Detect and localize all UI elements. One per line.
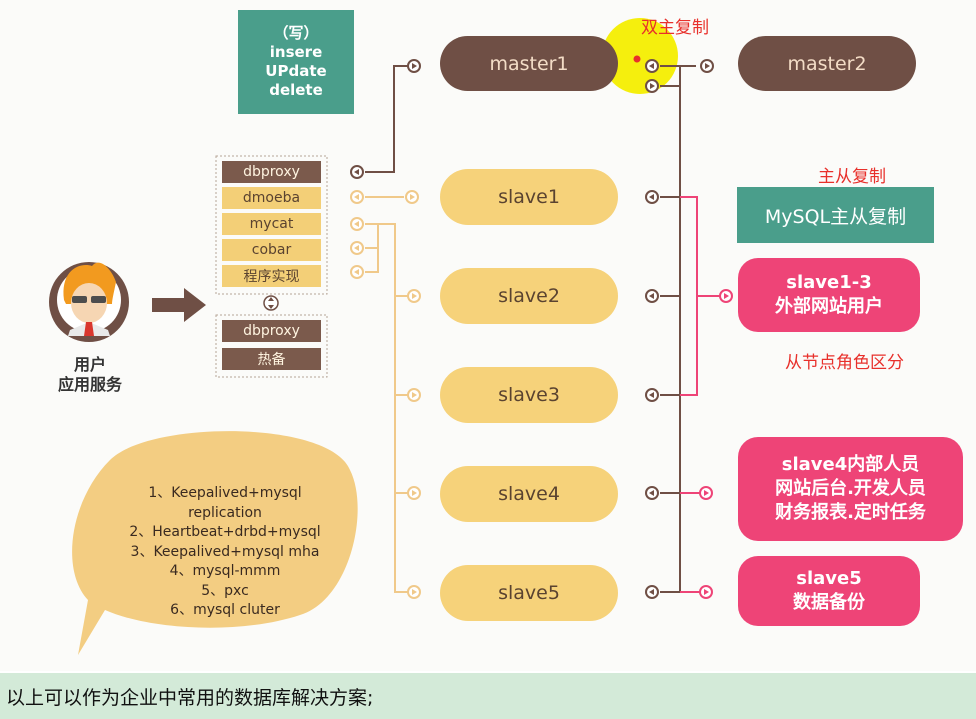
proxy-cobar: cobar [222,239,321,261]
write-update: UPdate [265,62,327,80]
solution-3: 3、Keepalived+mysql mha [130,543,320,560]
slave5-node: slave5 [440,565,618,621]
role3-line2: 数据备份 [793,592,865,613]
role-data-backup: slave5 数据备份 [738,556,920,626]
role-internal-staff: slave4内部人员 网站后台.开发人员 财务报表.定时任务 [738,437,963,541]
write-label: （写） [273,24,319,42]
speech-bubble [72,431,358,655]
solution-1-cont: replication [188,504,262,521]
role3-line1: slave5 [796,568,862,589]
slave-role-note: 从节点角色区分 [785,353,904,373]
solution-1: 1、Keepalived+mysql [148,485,302,501]
solution-2: 2、Heartbeat+drbd+mysql [129,524,321,540]
user-label-line2: 应用服务 [57,375,122,394]
solution-6: 6、mysql cluter [170,602,280,618]
slave1-node: slave1 [440,169,618,225]
slave2-node: slave2 [440,268,618,324]
role-external-users: slave1-3 外部网站用户 [738,258,920,332]
user-label: 用户 应用服务 [50,355,130,395]
user-label-line1: 用户 [73,355,106,374]
write-delete: delete [269,81,323,99]
write-insert: insere [269,43,323,61]
highlight-circle [602,18,678,94]
connector-lines [49,18,733,655]
mysql-replication-box: MySQL主从复制 [737,187,934,243]
proxy-custom: 程序实现 [222,265,321,287]
slave1-label: slave1 [498,186,560,208]
slave4-node: slave4 [440,466,618,522]
footer-text: 以上可以作为企业中常用的数据库解决方案; [6,686,374,709]
master2-label: master2 [787,52,867,75]
slave4-label: slave4 [498,483,560,505]
role1-line1: slave1-3 [786,272,872,293]
role1-line2: 外部网站用户 [775,296,883,317]
solution-5: 5、pxc [201,582,249,599]
slave3-node: slave3 [440,367,618,423]
role2-line1: slave4内部人员 [781,454,920,475]
pointer-dot [633,55,641,63]
master1-node: master1 [440,36,618,91]
footer-caption: 以上可以作为企业中常用的数据库解决方案; [0,673,976,719]
solution-4: 4、mysql-mmm [169,563,281,579]
write-operations-box: （写） insere UPdate delete [238,10,354,114]
role2-line2: 网站后台.开发人员 [775,478,926,499]
role2-line3: 财务报表.定时任务 [775,502,926,523]
master1-label: master1 [489,52,569,75]
standby-dbproxy: dbproxy [222,320,321,342]
user-avatar [49,262,129,342]
arrow-right-icon [152,288,206,322]
slave3-label: slave3 [498,384,560,406]
master2-node: master2 [738,36,916,91]
proxy-mycat: mycat [222,213,321,235]
master-slave-note: 主从复制 [818,167,886,187]
proxy-dbproxy: dbproxy [222,161,321,183]
dual-master-note: 双主复制 [641,18,709,38]
standby-label: 热备 [222,348,321,370]
proxy-dmoeba: dmoeba [222,187,321,209]
mysql-replication-label: MySQL主从复制 [764,205,907,228]
solutions-list: 1、Keepalived+mysql replication 2、Heartbe… [110,484,340,621]
swap-icon [263,295,279,311]
slave2-label: slave2 [498,285,560,307]
slave5-label: slave5 [498,582,560,604]
